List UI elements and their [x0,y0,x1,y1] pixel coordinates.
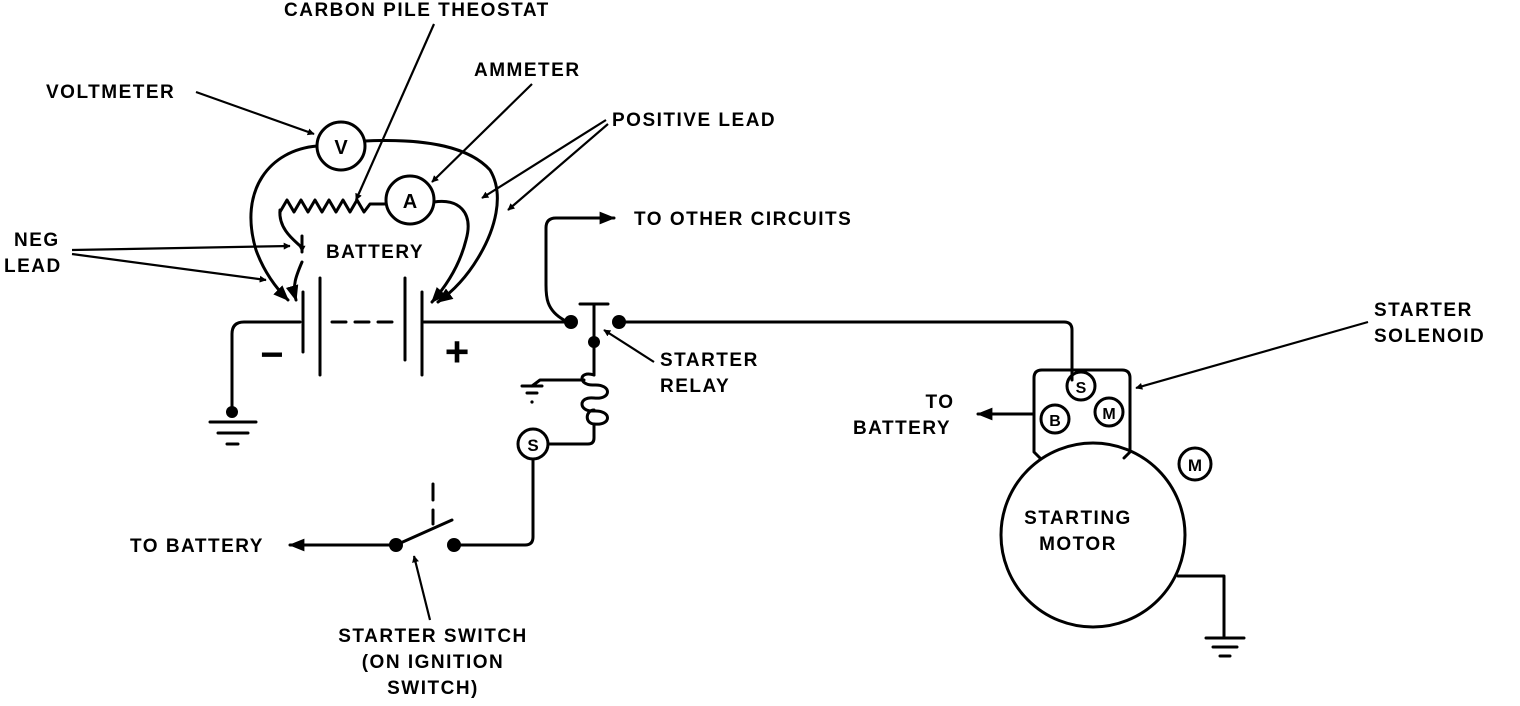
starting-motor-label-1: STARTING [1024,508,1132,529]
carbon-pile-label: CARBON PILE THEOSTAT [284,0,550,21]
solenoid-m-terminal [1093,396,1125,428]
neg-lead-pointer-2 [71,252,267,283]
carbon-pile-resistor [278,198,388,214]
solenoid-b-terminal [1039,403,1071,435]
battery-symbol [301,276,424,377]
battery-ground-wire [226,320,302,418]
ammeter-pointer [431,83,533,183]
solenoid-s-symbol: S [1076,380,1087,397]
voltmeter-symbol: V [334,137,348,159]
positive-lead-pointer-1 [481,119,607,199]
relay-ground-lead [530,378,586,388]
switch-to-relay-wire [456,457,535,547]
ground-symbol-battery [208,420,258,446]
ammeter-pos-lead [430,199,470,304]
ammeter-symbol: A [403,191,417,213]
to-other-circuits-label: TO OTHER CIRCUITS [634,209,852,230]
carbon-pile-neg-lead [285,260,304,302]
starter-switch [389,482,461,552]
motor-ground [1176,574,1246,658]
positive-lead-pointer-2 [507,123,609,211]
starter-solenoid-pointer [1135,320,1369,390]
starter-solenoid-housing [1032,368,1132,460]
starter-relay-label-1: STARTER [660,350,759,371]
voltmeter-pos-lead [363,139,499,304]
battery-plus-symbol: + [445,328,470,375]
voltmeter-label: VOLTMETER [46,82,175,103]
relay-s-symbol: S [527,436,538,455]
neg-lead-label-1: NEG [14,230,60,251]
starter-relay-pointer [603,329,655,363]
solenoid-s-terminal [1065,370,1097,402]
starting-motor-icon [999,441,1187,629]
to-battery-right-label-2: BATTERY [853,418,951,439]
starter-switch-label-2: (ON IGNITION [362,652,505,673]
voltmeter-pointer [195,90,315,136]
starter-switch-label-1: STARTER SWITCH [338,626,528,647]
relay-coil [580,372,609,426]
motor-m-symbol: M [1188,456,1202,475]
motor-m-icon [1177,446,1213,482]
ammeter-icon [384,174,436,226]
carbon-pile-hook [278,208,304,250]
starter-solenoid-label-2: SOLENOID [1374,326,1485,347]
battery-label: BATTERY [326,242,424,263]
starter-switch-label-3: SWITCH) [387,678,479,699]
neg-lead-pointer-1 [71,242,291,252]
starter-solenoid-label-1: STARTER [1374,300,1473,321]
ammeter-label: AMMETER [474,60,581,81]
to-battery-left-label: TO BATTERY [130,536,264,557]
solenoid-b-symbol: B [1049,413,1061,430]
starter-switch-pointer [412,555,432,621]
positive-lead-label: POSITIVE LEAD [612,110,776,131]
carbon-pile-pointer [354,23,436,201]
neg-lead-label-2: LEAD [4,256,62,277]
starting-motor-label-2: MOTOR [1039,534,1117,555]
other-circuits-wire [544,211,616,322]
voltmeter-neg-lead [249,144,319,302]
relay-to-solenoid-cable [624,320,1074,382]
battery-minus-symbol: − [260,333,283,377]
starter-relay [520,302,626,446]
starter-relay-label-2: RELAY [660,376,730,397]
solenoid-m-symbol: M [1102,406,1115,423]
to-battery-right-label-1: TO [925,392,954,413]
